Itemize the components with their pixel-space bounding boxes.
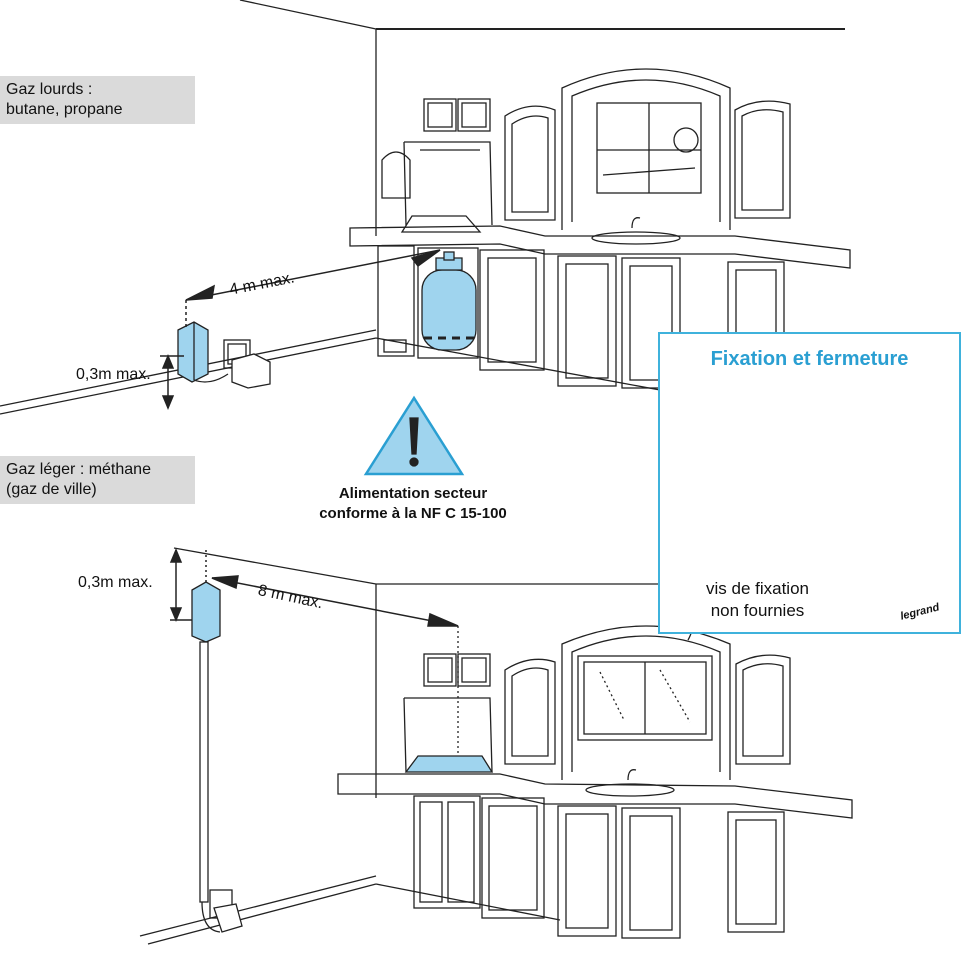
warning-icon xyxy=(363,395,465,476)
warning-text-line2: conforme à la NF C 15-100 xyxy=(319,505,507,522)
warning-text-line1: Alimentation secteur xyxy=(338,485,488,502)
inset-note-line2: non fournies xyxy=(710,601,805,620)
heavy-height-arrow xyxy=(160,354,184,410)
light-height-arrow xyxy=(169,548,207,622)
brand-logo: legrand xyxy=(899,601,941,623)
bottom-kitchen xyxy=(139,547,853,945)
heavy-gas-label: Gaz lourds : butane, propane xyxy=(0,76,195,124)
light-gas-label-line1: Gaz léger : méthane xyxy=(6,461,151,478)
fixation-inset: Fixation et fermeture vis de fixation no… xyxy=(658,332,961,634)
warning-text: Alimentation secteur conforme à la NF C … xyxy=(283,484,543,524)
light-gas-label-line2: (gaz de ville) xyxy=(6,481,97,498)
heavy-gas-label-line1: Gaz lourds : xyxy=(6,81,93,98)
heavy-gas-label-line2: butane, propane xyxy=(6,101,123,118)
light-distance-arrow xyxy=(211,575,459,627)
light-height-label: 0,3m max. xyxy=(78,574,153,591)
light-gas-label: Gaz léger : méthane (gaz de ville) xyxy=(0,456,195,504)
heavy-distance-arrow xyxy=(185,249,441,330)
light-gas-detector xyxy=(191,581,243,933)
heavy-height-label: 0,3m max. xyxy=(76,366,151,383)
inset-note: vis de fixation non fournies xyxy=(706,578,809,622)
inset-title: Fixation et fermeture xyxy=(710,348,909,370)
inset-note-line1: vis de fixation xyxy=(706,579,809,598)
gas-bottle xyxy=(421,251,477,351)
cooktop-highlight xyxy=(404,755,494,773)
heavy-gas-detector xyxy=(177,321,271,389)
